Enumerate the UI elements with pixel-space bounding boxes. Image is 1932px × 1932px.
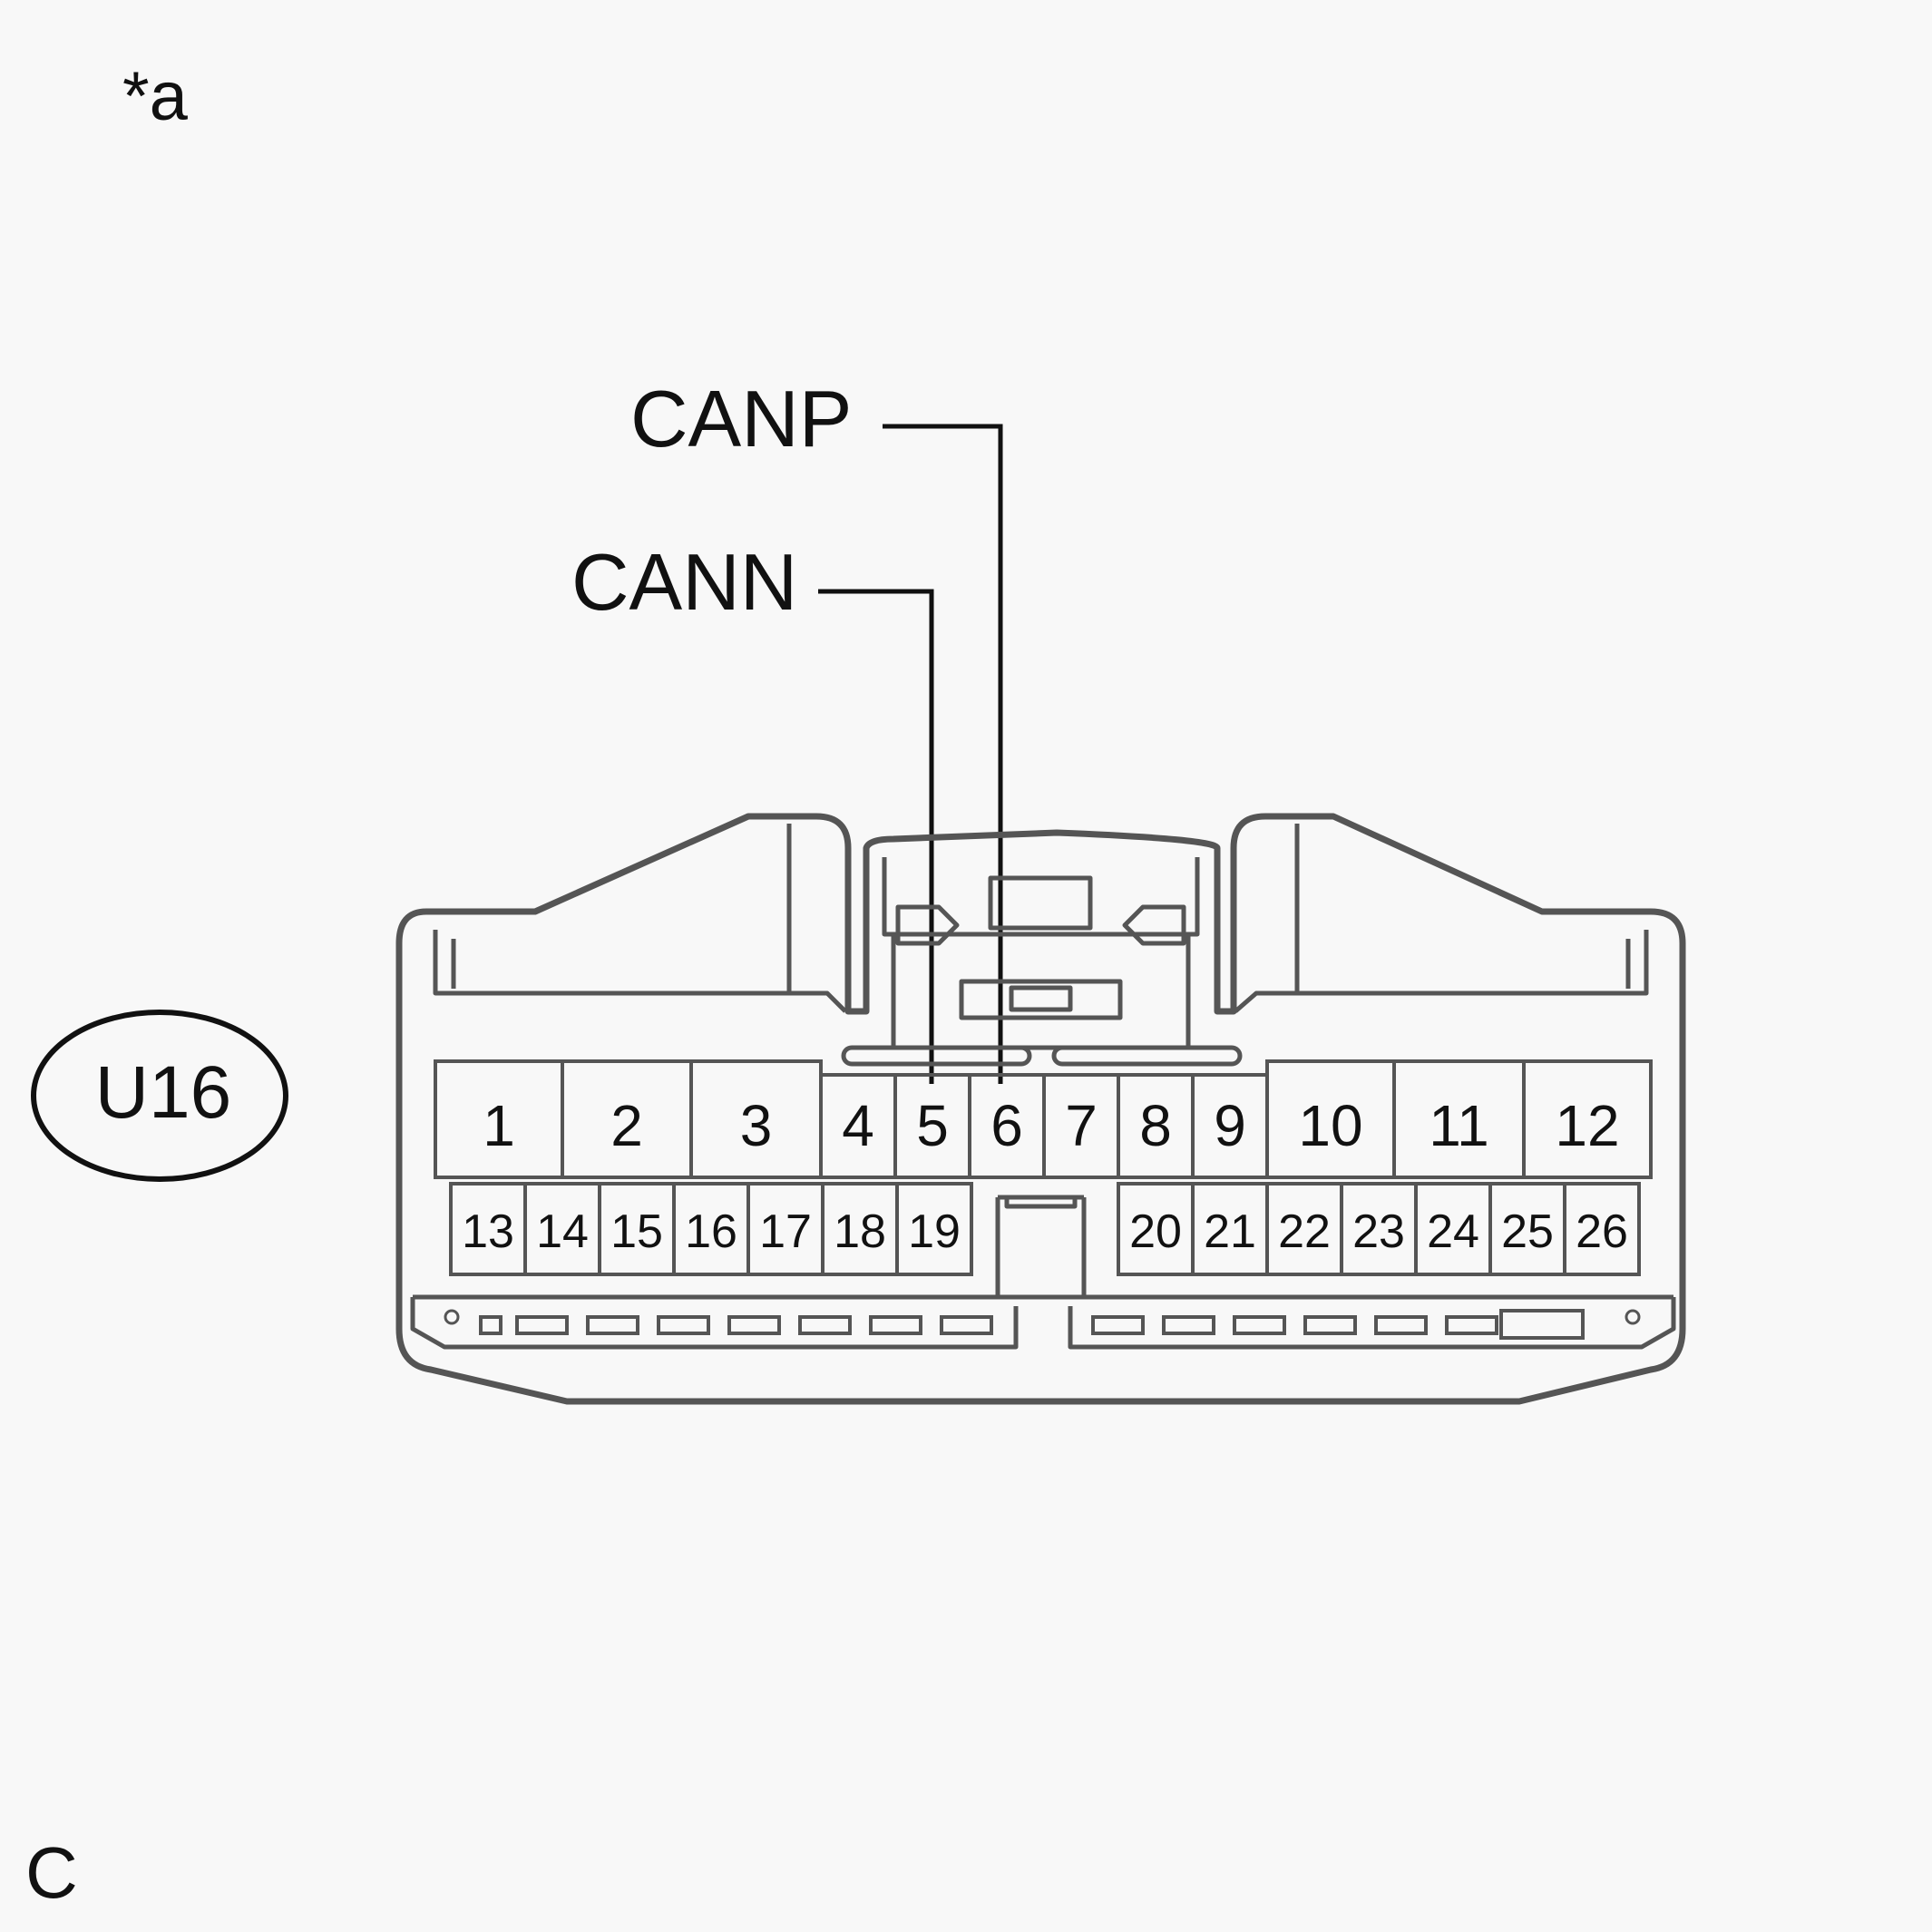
center-lock-left-hook xyxy=(895,904,960,946)
tray-slot xyxy=(479,1315,503,1335)
pin-cavity-23: 23 xyxy=(1340,1182,1418,1276)
pin-number-2: 2 xyxy=(610,1093,643,1158)
tray-slots xyxy=(444,1309,1641,1340)
pin-cavity-box xyxy=(895,1182,973,1276)
center-lock-right-hook xyxy=(1122,904,1186,946)
pin-number-4: 4 xyxy=(842,1093,874,1158)
pin-number-5: 5 xyxy=(916,1093,949,1158)
tray-slot xyxy=(940,1315,993,1335)
tray-slot xyxy=(1091,1315,1145,1335)
pin-number-22: 22 xyxy=(1278,1205,1331,1258)
tray-slot xyxy=(1374,1315,1428,1335)
tray-slot xyxy=(1233,1315,1286,1335)
pin-number-13: 13 xyxy=(462,1205,514,1258)
pin-number-15: 15 xyxy=(610,1205,663,1258)
tray-slot xyxy=(586,1315,639,1335)
figure-label: *a xyxy=(122,58,189,135)
tray-slot xyxy=(1162,1315,1215,1335)
pin-cavity-18: 18 xyxy=(821,1182,899,1276)
pin-number-12: 12 xyxy=(1555,1093,1619,1158)
pin-cavity-19: 19 xyxy=(895,1182,973,1276)
canp-leader-line xyxy=(883,424,1003,1084)
pin-cavity-20: 20 xyxy=(1117,1182,1195,1276)
pin-cavity-box xyxy=(1563,1182,1641,1276)
pin-number-26: 26 xyxy=(1576,1205,1628,1258)
pin-cavity-4: 4 xyxy=(819,1073,897,1179)
pin-number-14: 14 xyxy=(536,1205,589,1258)
pin-number-25: 25 xyxy=(1501,1205,1554,1258)
pin-number-6: 6 xyxy=(990,1093,1023,1158)
housing-outline xyxy=(395,813,1686,1405)
pin-number-1: 1 xyxy=(483,1093,515,1158)
tray-key-slot xyxy=(1499,1309,1585,1340)
left-tray xyxy=(410,1297,1019,1350)
pin-cavity-6: 6 xyxy=(968,1073,1046,1179)
tray-slot xyxy=(798,1315,852,1335)
pin-number-16: 16 xyxy=(685,1205,737,1258)
pin-number-8: 8 xyxy=(1139,1093,1172,1158)
pin-number-11: 11 xyxy=(1429,1093,1488,1158)
left-shelf xyxy=(433,930,847,1013)
pin-cavity-17: 17 xyxy=(746,1182,825,1276)
pin-number-3: 3 xyxy=(740,1093,773,1158)
connector-housing xyxy=(395,813,1686,1405)
pin-row-bottom: 13 14 15 16 17 18 19 20 21 22 23 24 25 26 xyxy=(449,1182,1641,1276)
corner-label: C xyxy=(25,1832,78,1913)
pin-number-18: 18 xyxy=(834,1205,886,1258)
right-shelf xyxy=(1234,930,1649,1013)
center-lock-tab xyxy=(1009,985,1073,1012)
pin-number-10: 10 xyxy=(1298,1093,1362,1158)
center-lock-window xyxy=(959,979,1123,1020)
tray-slot xyxy=(657,1315,710,1335)
center-lock-key xyxy=(988,875,1093,931)
right-tray xyxy=(1068,1297,1676,1350)
pin-number-9: 9 xyxy=(1214,1093,1246,1158)
tray-slot xyxy=(515,1315,569,1335)
cann-leader-line xyxy=(818,589,934,1084)
center-notch-lip xyxy=(1004,1197,1078,1209)
pin-cavity-7: 7 xyxy=(1042,1073,1120,1179)
tray-slot xyxy=(869,1315,922,1335)
pin-number-17: 17 xyxy=(759,1205,812,1258)
pin-number-24: 24 xyxy=(1427,1205,1479,1258)
pin-cavity-26: 26 xyxy=(1563,1182,1641,1276)
pin-cavity-12: 12 xyxy=(1522,1059,1653,1179)
connector-code-badge: U16 xyxy=(31,1010,288,1182)
pin-cavity-9: 9 xyxy=(1191,1073,1269,1179)
signal-label-canp: CANP xyxy=(630,374,853,463)
center-notch xyxy=(995,1195,1087,1297)
tray-slot xyxy=(727,1315,781,1335)
connector-code-ellipse xyxy=(31,1010,288,1182)
pin-number-21: 21 xyxy=(1204,1205,1256,1258)
pin-number-19: 19 xyxy=(908,1205,961,1258)
pin-cavity-22: 22 xyxy=(1265,1182,1343,1276)
center-lock-body xyxy=(891,932,1191,1050)
tray-slot xyxy=(1303,1315,1357,1335)
pin-cavity-box xyxy=(1522,1059,1653,1179)
signal-label-cann: CANN xyxy=(571,537,797,627)
left-rail xyxy=(841,1045,1032,1067)
pin-number-23: 23 xyxy=(1352,1205,1405,1258)
pin-number-20: 20 xyxy=(1129,1205,1182,1258)
right-rail xyxy=(1051,1045,1243,1067)
tray-post-left xyxy=(444,1309,460,1325)
tray-post-right xyxy=(1625,1309,1641,1325)
tray-slot xyxy=(1445,1315,1498,1335)
connector-code: U16 xyxy=(95,1051,231,1134)
pin-number-7: 7 xyxy=(1065,1093,1098,1158)
